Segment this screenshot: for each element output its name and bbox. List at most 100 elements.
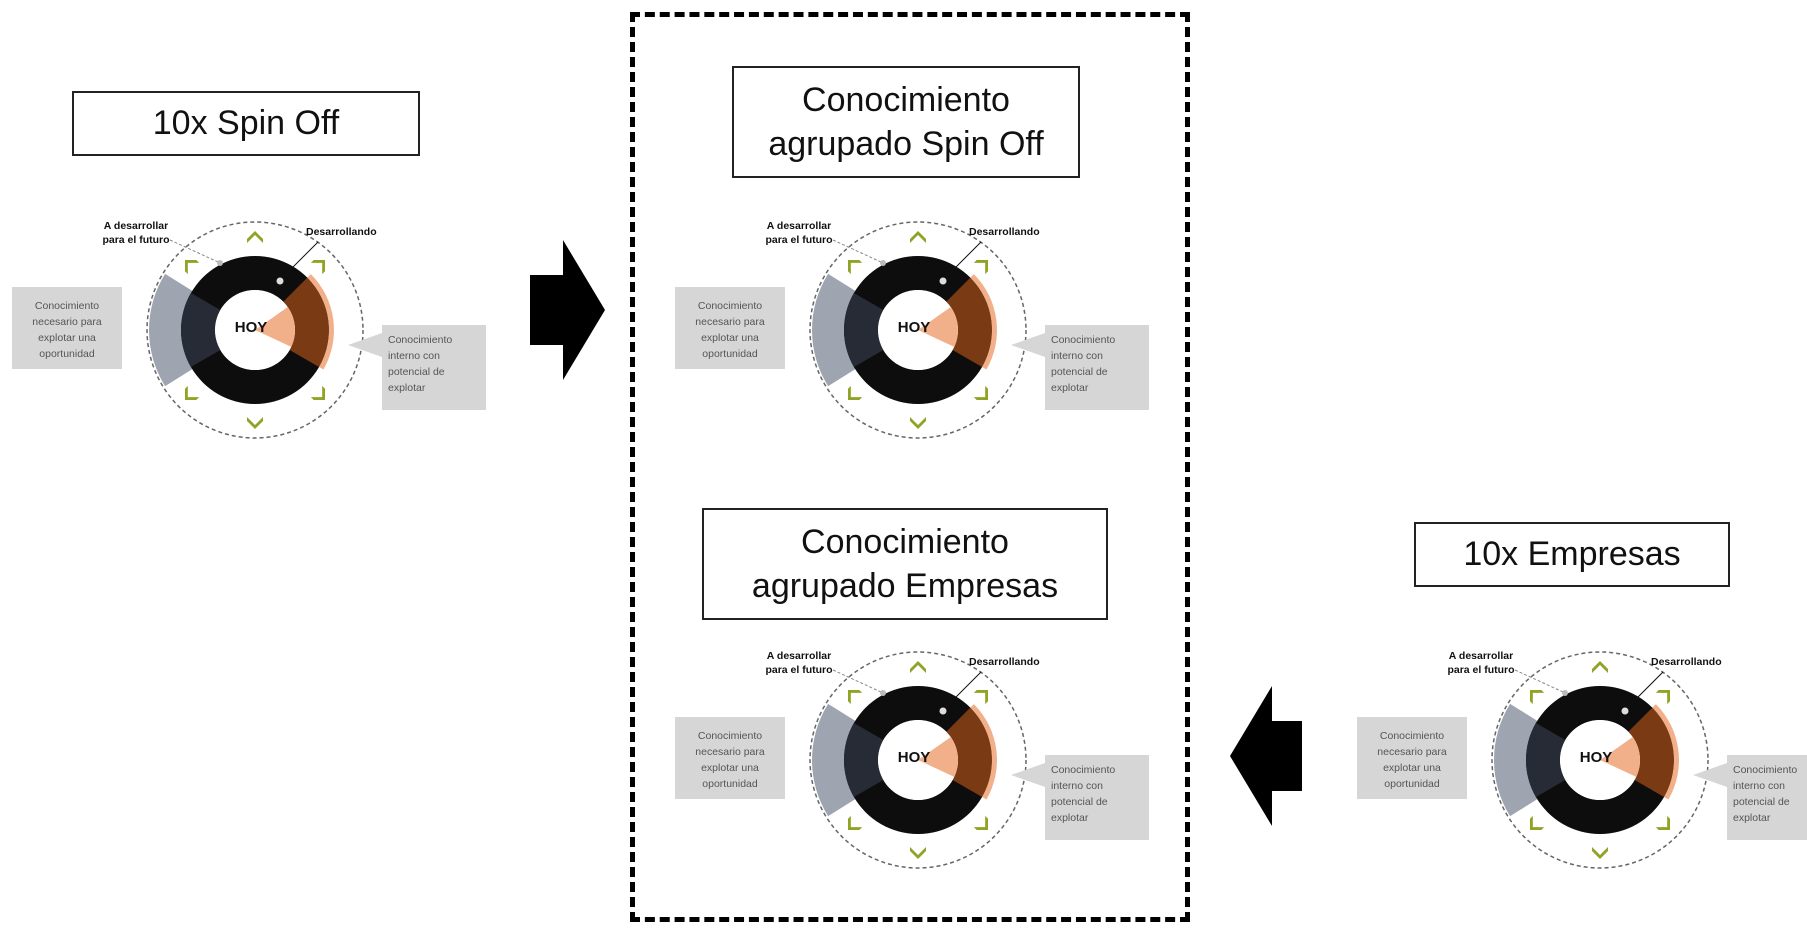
chevron-icon xyxy=(910,847,926,859)
left-label-box xyxy=(12,287,122,369)
top-left-leader-dot xyxy=(217,260,223,266)
right-label-box xyxy=(1727,755,1807,840)
right-brown-segment xyxy=(946,277,992,367)
top-left-leader-line xyxy=(169,239,219,263)
top-left-leader-line xyxy=(832,239,882,263)
right-label-box xyxy=(1045,325,1149,410)
left-label-line: explotar una xyxy=(38,332,96,344)
chevron-icon xyxy=(847,689,863,705)
chevron-icon xyxy=(973,259,989,275)
left-label-box xyxy=(675,717,785,799)
chevron-icon xyxy=(247,231,263,243)
top-left-label: para el futuro xyxy=(765,664,832,676)
outer-dashed-circle xyxy=(809,651,1027,869)
top-right-leader-line xyxy=(944,671,982,709)
right-label-box xyxy=(382,325,486,410)
right-peach-rim xyxy=(307,274,334,370)
right-label-line: Conocimiento xyxy=(1051,764,1115,776)
top-right-label: Desarrollando xyxy=(306,226,377,238)
right-peach-rim xyxy=(970,274,997,370)
right-label-line: potencial de xyxy=(1051,366,1108,378)
title-grouped-spin-off: Conocimiento agrupado Spin Off xyxy=(732,66,1080,178)
center-label: HOY xyxy=(898,319,931,336)
top-left-label: A desarrollar xyxy=(1449,650,1513,662)
right-label-line: explotar xyxy=(388,382,426,394)
outer-dashed-circle xyxy=(146,221,364,439)
inner-peach-wedge xyxy=(918,307,958,347)
left-knowledge-band xyxy=(812,703,857,817)
chevron-icon xyxy=(910,661,926,673)
chevron-icon xyxy=(310,385,326,401)
dark-ring xyxy=(843,686,992,834)
left-dark-segment xyxy=(844,723,884,797)
right-label-line: interno con xyxy=(1051,780,1103,792)
right-brown-segment xyxy=(946,707,992,797)
left-label-line: explotar una xyxy=(701,762,759,774)
chevron-icon xyxy=(184,259,200,275)
right-peach-rim xyxy=(970,704,997,800)
top-left-leader-dot xyxy=(880,260,886,266)
right-label-line: explotar xyxy=(1733,812,1771,824)
grouped-knowledge-frame xyxy=(630,12,1190,922)
right-label-line: Conocimiento xyxy=(388,334,452,346)
right-peach-rim xyxy=(1652,704,1679,800)
left-label-line: oportunidad xyxy=(702,778,758,790)
top-left-label: para el futuro xyxy=(765,234,832,246)
left-knowledge-band xyxy=(1494,703,1539,817)
title-10x-spin-off: 10x Spin Off xyxy=(72,91,420,156)
chevron-icon xyxy=(1592,847,1608,859)
top-right-label: Desarrollando xyxy=(969,656,1040,668)
right-label-pointer xyxy=(1011,763,1045,787)
chevron-icon xyxy=(973,815,989,831)
left-label-line: Conocimiento xyxy=(35,300,99,312)
left-label-line: necesario para xyxy=(32,316,102,328)
left-label-line: Conocimiento xyxy=(698,730,762,742)
right-label-pointer xyxy=(1011,333,1045,357)
right-label-line: interno con xyxy=(1733,780,1785,792)
arrow-right-icon xyxy=(530,240,605,380)
chevron-icon xyxy=(1529,689,1545,705)
inner-peach-wedge xyxy=(255,307,295,347)
top-right-leader-dot xyxy=(939,707,947,715)
right-label-line: explotar xyxy=(1051,382,1089,394)
top-right-leader-dot xyxy=(939,277,947,285)
right-brown-segment xyxy=(283,277,329,367)
left-label-line: oportunidad xyxy=(39,348,95,360)
dark-ring xyxy=(1525,686,1674,834)
top-right-leader-dot xyxy=(276,277,284,285)
chevron-icon xyxy=(1529,815,1545,831)
right-label-line: potencial de xyxy=(1733,796,1790,808)
chevron-icon xyxy=(184,385,200,401)
chevron-icon xyxy=(847,259,863,275)
left-dark-segment xyxy=(181,293,221,367)
chevron-icon xyxy=(910,417,926,429)
top-left-label: para el futuro xyxy=(1447,664,1514,676)
left-label-line: oportunidad xyxy=(1384,778,1440,790)
right-label-line: potencial de xyxy=(388,366,445,378)
left-label-box xyxy=(675,287,785,369)
chevron-icon xyxy=(973,689,989,705)
left-label-line: oportunidad xyxy=(702,348,758,360)
inner-peach-wedge xyxy=(918,737,958,777)
left-knowledge-band xyxy=(812,273,857,387)
top-left-label: A desarrollar xyxy=(104,220,168,232)
chevron-icon xyxy=(973,385,989,401)
top-left-leader-dot xyxy=(1562,690,1568,696)
inner-peach-wedge xyxy=(1600,737,1640,777)
left-label-line: Conocimiento xyxy=(698,300,762,312)
chevron-icon xyxy=(910,231,926,243)
right-label-line: potencial de xyxy=(1051,796,1108,808)
title-10x-empresas: 10x Empresas xyxy=(1414,522,1730,587)
top-right-label: Desarrollando xyxy=(1651,656,1722,668)
top-left-leader-line xyxy=(1514,669,1564,693)
left-knowledge-band xyxy=(149,273,194,387)
top-left-label: A desarrollar xyxy=(767,650,831,662)
top-right-leader-line xyxy=(281,241,319,279)
